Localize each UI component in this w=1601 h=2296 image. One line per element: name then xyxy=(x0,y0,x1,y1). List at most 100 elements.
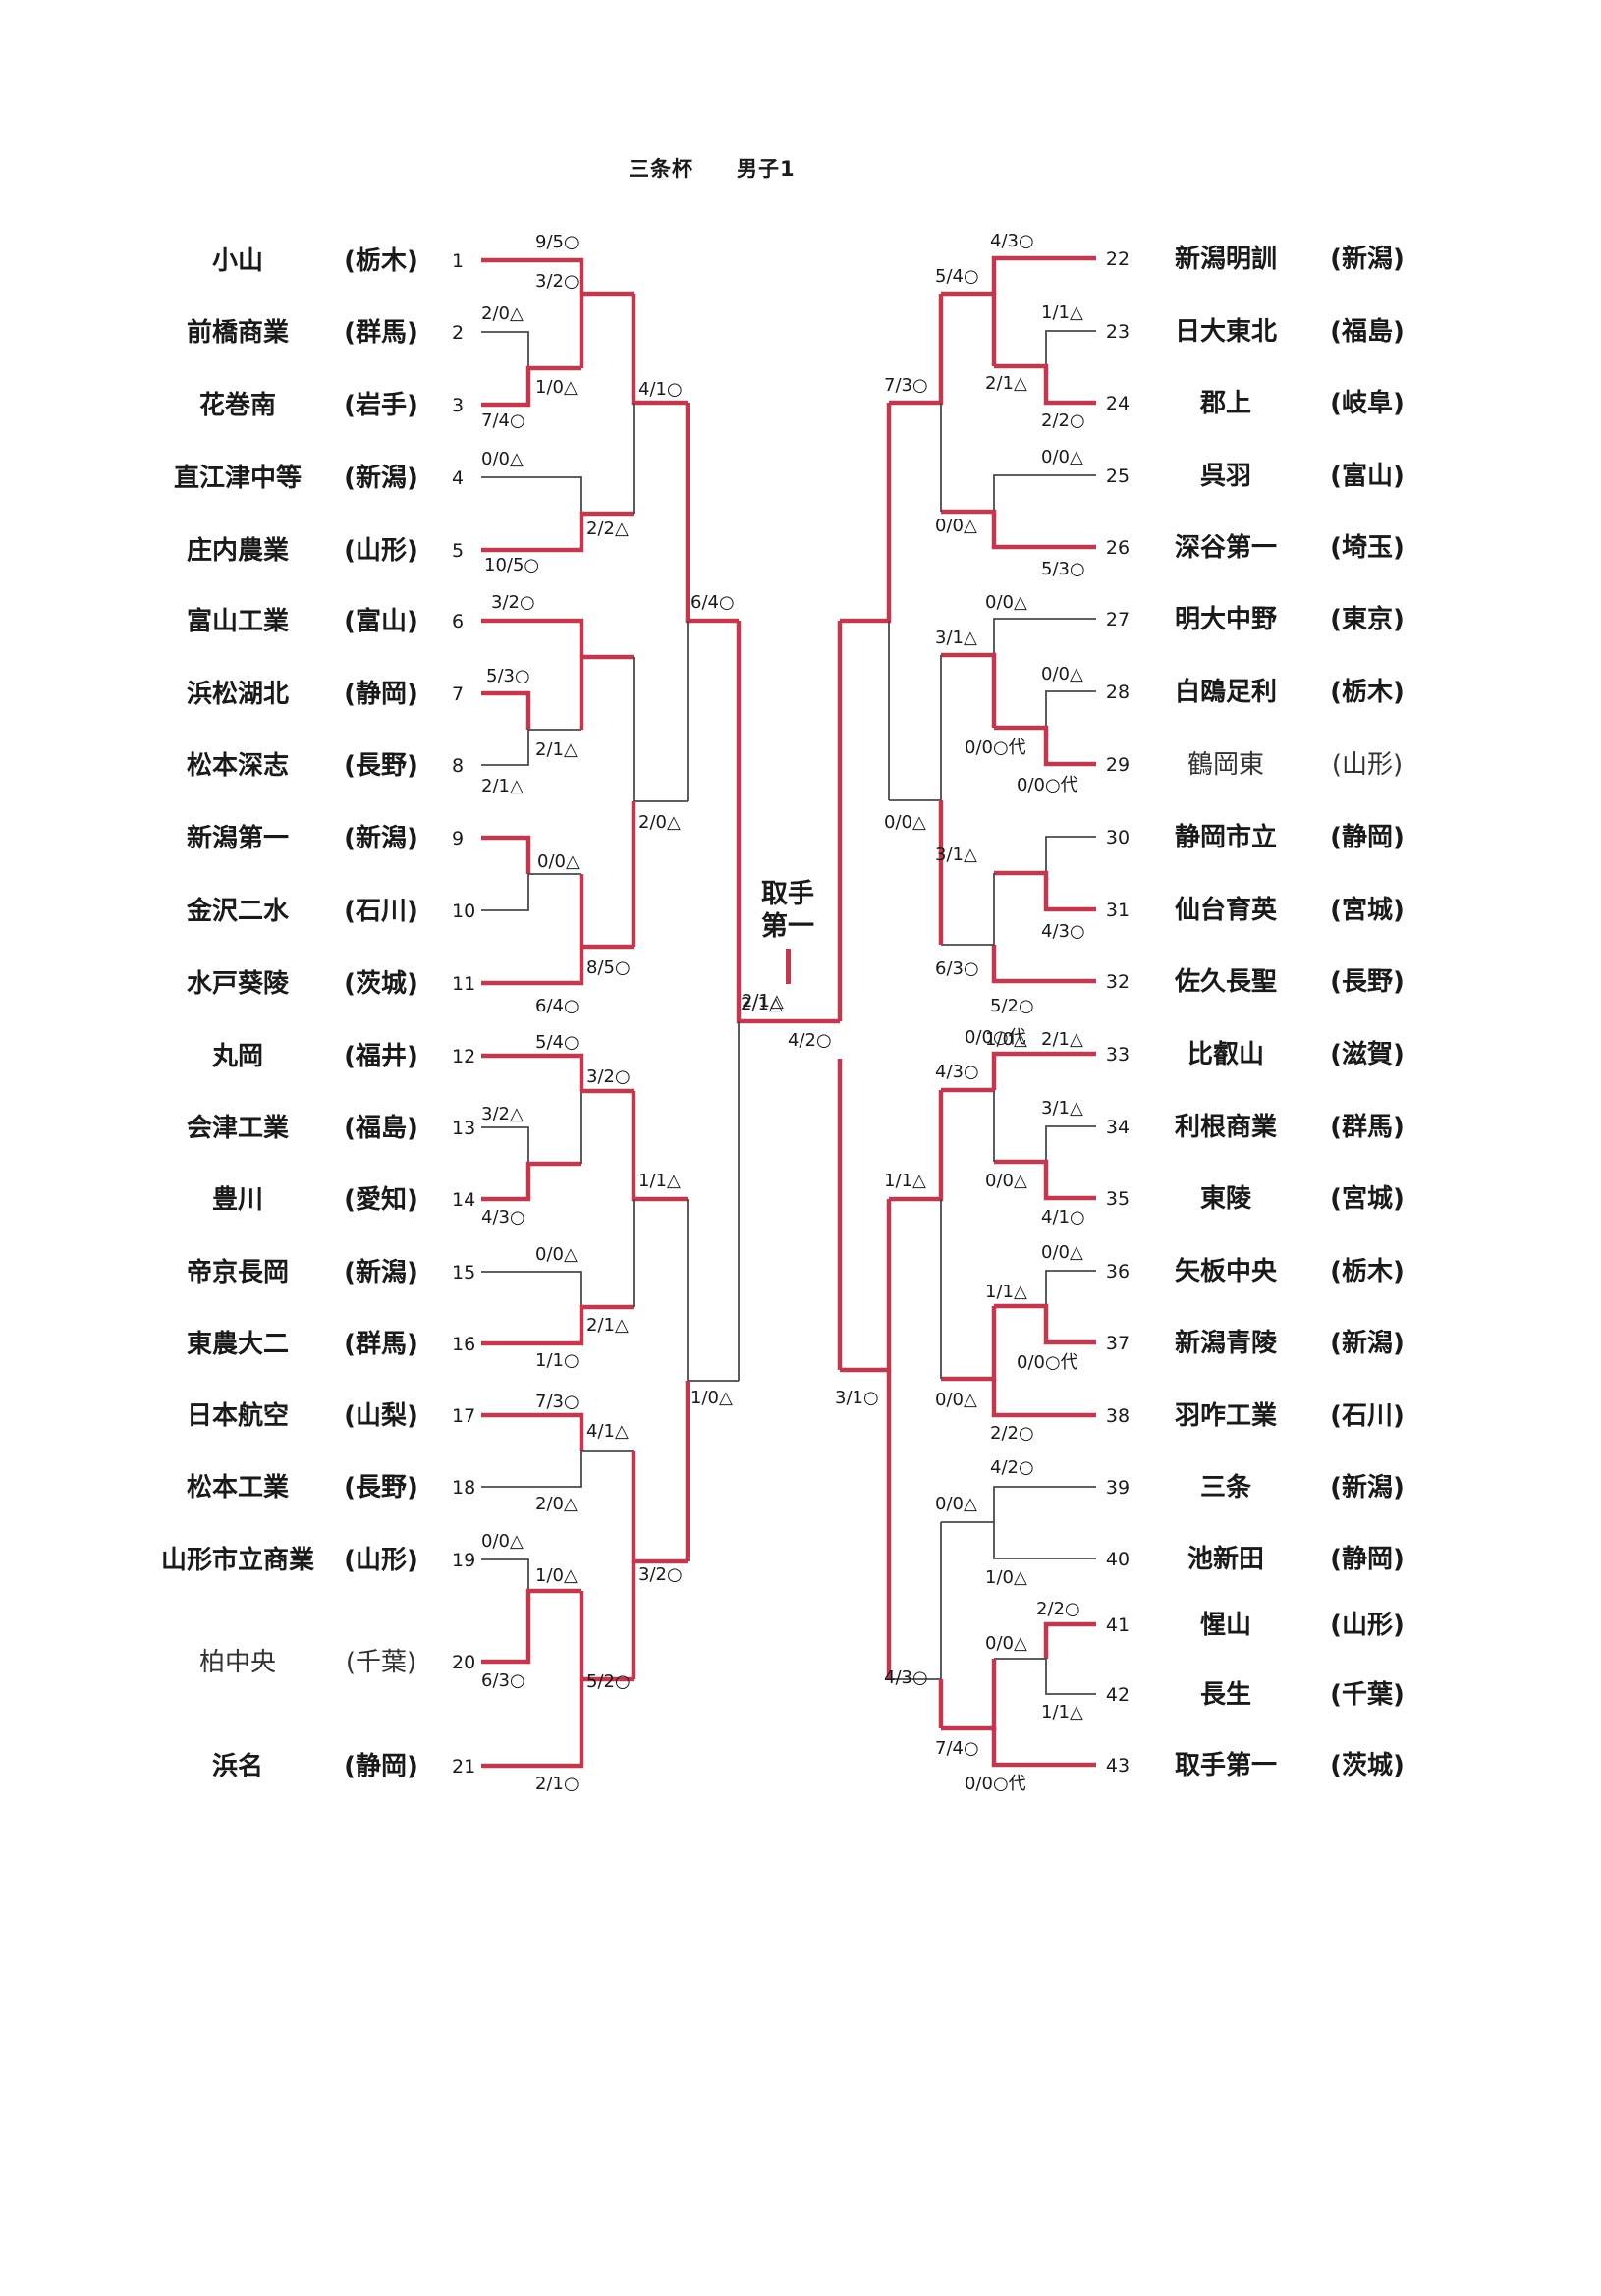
match-score: 0/0△ xyxy=(1041,1242,1083,1263)
bracket-line xyxy=(1045,330,1096,366)
bracket-line xyxy=(481,257,584,294)
match-score: 4/3○ xyxy=(481,1207,525,1228)
bracket-line xyxy=(991,945,1096,984)
team-name: 浜松湖北 xyxy=(187,680,289,709)
bracket-line xyxy=(481,476,582,514)
bracket-line xyxy=(481,729,581,766)
team-prefecture: (富山) xyxy=(344,606,418,636)
match-score: 6/3○ xyxy=(481,1670,525,1691)
team-name: 惺山 xyxy=(1200,1611,1251,1640)
team-prefecture: (石川) xyxy=(1330,1401,1405,1431)
team-seed: 5 xyxy=(452,540,464,562)
team-name: 日大東北 xyxy=(1175,317,1277,347)
team-name: 庄内農業 xyxy=(187,535,289,566)
match-score: 2/1△ xyxy=(985,373,1027,394)
team-name: 比叡山 xyxy=(1187,1040,1264,1069)
team-seed: 4 xyxy=(452,467,464,489)
bracket-line xyxy=(481,1412,584,1451)
team-name: 新潟青陵 xyxy=(1175,1328,1278,1358)
match-score: 4/2○ xyxy=(990,1457,1034,1478)
team-prefecture: (山形) xyxy=(344,536,418,566)
bracket-line xyxy=(481,1588,581,1665)
bracket-line xyxy=(840,403,892,624)
match-score: 6/4○ xyxy=(690,592,735,613)
bracket-line xyxy=(994,725,1096,767)
bracket-line xyxy=(481,1053,584,1091)
match-score: 2/2○ xyxy=(1036,1599,1080,1619)
bracket-line xyxy=(579,1591,634,1682)
match-score: 0/0○代 xyxy=(965,1027,1026,1048)
bracket-line xyxy=(991,1379,1096,1418)
team-name: 前橋商業 xyxy=(187,317,289,348)
final-left-score: 2/1△ xyxy=(741,994,783,1014)
match-score: 5/4○ xyxy=(935,266,979,287)
match-score: 3/2○ xyxy=(535,271,580,292)
team-name: 花巻南 xyxy=(199,391,276,420)
bracket-line xyxy=(481,690,531,730)
champion-name-line2: 第一 xyxy=(761,911,814,942)
bracket-line xyxy=(685,403,739,624)
team-name: 金沢二水 xyxy=(186,896,290,926)
match-score: 1/0△ xyxy=(690,1388,733,1408)
team-seed: 13 xyxy=(452,1118,475,1139)
bracket-line xyxy=(994,1303,1096,1345)
match-score: 1/1△ xyxy=(884,1171,926,1191)
match-score: 4/3○ xyxy=(990,231,1034,251)
match-score: 2/1△ xyxy=(1041,1029,1083,1050)
team-name: 小山 xyxy=(212,246,263,276)
team-name: 利根商業 xyxy=(1175,1112,1277,1142)
bracket-line xyxy=(991,1051,1096,1090)
match-score: 7/4○ xyxy=(481,410,525,431)
team-seed: 28 xyxy=(1106,682,1130,703)
team-seed: 24 xyxy=(1106,393,1130,414)
team-name: 東農大二 xyxy=(187,1330,289,1359)
match-score: 7/3○ xyxy=(884,375,928,396)
match-score: 6/3○ xyxy=(935,958,979,979)
match-score: 4/3○ xyxy=(935,1062,979,1082)
team-prefecture: (新潟) xyxy=(1330,1328,1405,1358)
match-score: 7/4○ xyxy=(935,1738,979,1759)
bracket-line xyxy=(1043,1621,1096,1659)
bracket-line xyxy=(481,331,529,368)
bracket-line xyxy=(579,654,634,730)
bracket-line xyxy=(993,474,1096,512)
team-prefecture: (石川) xyxy=(344,897,418,926)
team-prefecture: (山形) xyxy=(344,1546,418,1575)
match-score: 0/0○代 xyxy=(1017,775,1078,795)
team-name: 鶴岡東 xyxy=(1187,750,1264,780)
page-title: 三条杯 男子1 xyxy=(629,157,796,181)
team-prefecture: (山形) xyxy=(1330,1611,1405,1640)
match-score: 5/3○ xyxy=(1041,559,1085,579)
team-name: 矢板中央 xyxy=(1175,1256,1278,1286)
match-score: 10/5○ xyxy=(484,555,539,575)
team-seed: 26 xyxy=(1106,537,1130,559)
match-score: 3/1△ xyxy=(935,845,977,865)
bracket-line xyxy=(941,1521,1096,1559)
bracket-line xyxy=(1045,836,1096,873)
bracket-line xyxy=(481,1271,582,1307)
match-score: 2/2△ xyxy=(586,519,629,539)
team-prefecture: (茨城) xyxy=(1330,1751,1405,1780)
match-score: 1/0△ xyxy=(535,377,578,398)
bracket-line xyxy=(941,652,997,728)
team-prefecture: (新潟) xyxy=(1330,244,1405,274)
match-score: 3/1△ xyxy=(1041,1098,1083,1119)
team-seed: 30 xyxy=(1106,827,1130,848)
team-name: 長生 xyxy=(1200,1680,1251,1710)
match-score: 3/2△ xyxy=(481,1104,524,1124)
match-score: 4/1△ xyxy=(586,1421,629,1442)
team-prefecture: (静岡) xyxy=(344,679,418,709)
team-seed: 41 xyxy=(1106,1614,1130,1636)
team-name: 佐久長聖 xyxy=(1174,967,1277,997)
team-name: 松本深志 xyxy=(187,751,289,781)
team-seed: 19 xyxy=(452,1550,475,1571)
team-name: 新潟明訓 xyxy=(1175,244,1277,274)
team-seed: 9 xyxy=(452,828,464,849)
team-seed: 33 xyxy=(1106,1044,1130,1066)
bracket-line xyxy=(1045,690,1096,728)
match-score: 0/0△ xyxy=(884,812,926,833)
team-name: 日本航空 xyxy=(187,1400,289,1431)
bracket-line xyxy=(579,874,634,950)
team-name: 明大中野 xyxy=(1175,605,1277,634)
match-score: 2/1△ xyxy=(535,739,578,760)
